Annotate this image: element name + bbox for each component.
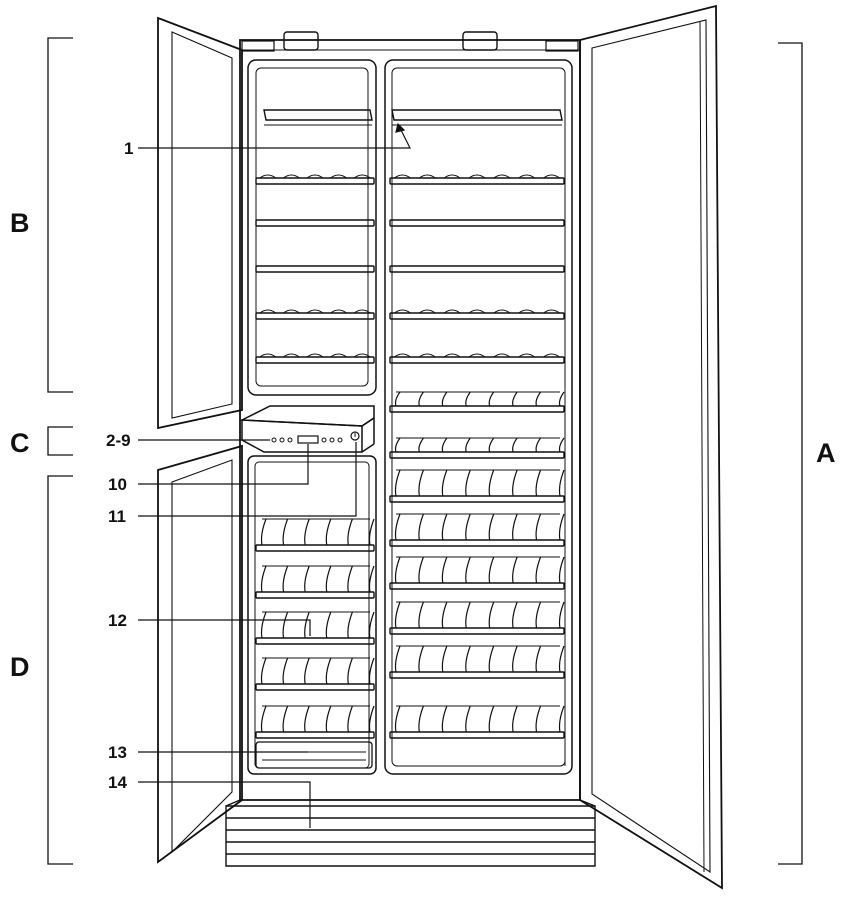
cabinet-outline (239, 39, 581, 801)
compartment-lower-left (247, 455, 377, 775)
shelf-upper-left-2 (255, 219, 375, 227)
corner-block-left (241, 40, 275, 52)
leader-10 (138, 444, 309, 485)
callout-label-2-9: 2-9 (106, 431, 131, 450)
shelf-upper-left-5 (255, 353, 375, 364)
shelf-right-lower-4 (389, 601, 565, 635)
section-label-a: A (816, 438, 836, 468)
shelf-lower-left-2 (255, 565, 375, 599)
shelf-right-lower-6 (389, 705, 565, 739)
left-upper-door (157, 16, 243, 430)
callout-leaders (138, 122, 411, 828)
power-switch (350, 431, 360, 441)
bracket-d (47, 475, 73, 865)
control-buttons (271, 437, 343, 443)
leader-14 (138, 781, 311, 828)
shelf-lower-left-3 (255, 611, 375, 645)
leader-11 (138, 442, 357, 517)
callout-label-13: 13 (108, 743, 127, 762)
shelf-upper-right-2 (389, 219, 565, 227)
shelf-upper-right-4 (389, 309, 565, 320)
corner-block-right (545, 40, 579, 52)
bracket-b (47, 37, 73, 393)
leader-1 (138, 127, 411, 149)
top-hinge-right (462, 31, 498, 51)
shelf-upper-right-1 (389, 174, 565, 185)
bracket-c (47, 426, 73, 456)
shelf-lower-left-5 (255, 705, 375, 739)
section-label-b: B (10, 208, 30, 238)
shelf-right-lower-3 (389, 556, 565, 590)
interior-light-strips (263, 109, 563, 126)
control-panel (239, 405, 375, 453)
callout-label-14: 14 (108, 773, 127, 792)
callout-label-1: 1 (124, 139, 133, 158)
section-brackets (47, 37, 803, 865)
plinth-grille (225, 799, 596, 867)
shelf-upper-right-5 (389, 353, 565, 364)
shelf-right-lower-5 (389, 645, 565, 679)
section-label-d: D (10, 652, 30, 682)
bottom-drawer (255, 741, 373, 769)
shelf-right-mid-2 (389, 437, 565, 459)
wine-shelves (255, 174, 565, 739)
compartment-upper-left (247, 59, 377, 396)
shelf-lower-left-1 (255, 518, 375, 552)
shelf-lower-left-4 (255, 657, 375, 691)
shelf-right-lower-2 (389, 513, 565, 547)
callout-label-11: 11 (108, 507, 126, 526)
callout-label-10: 10 (108, 475, 127, 494)
shelf-upper-left-3 (255, 265, 375, 273)
shelf-upper-left-4 (255, 309, 375, 320)
temperature-display (297, 435, 319, 444)
shelf-right-lower-1 (389, 469, 565, 503)
left-lower-door (157, 444, 243, 864)
right-door (579, 4, 723, 890)
shelf-right-mid-1 (389, 391, 565, 413)
callout-label-12: 12 (108, 611, 127, 630)
section-label-c: C (10, 428, 30, 458)
leader-12 (138, 619, 311, 636)
shelf-upper-right-3 (389, 265, 565, 273)
top-hinge-left (283, 31, 319, 51)
leader-1-arrow (395, 122, 406, 133)
shelf-upper-left-1 (255, 174, 375, 185)
bracket-a (778, 42, 803, 865)
compartment-right (384, 59, 573, 775)
